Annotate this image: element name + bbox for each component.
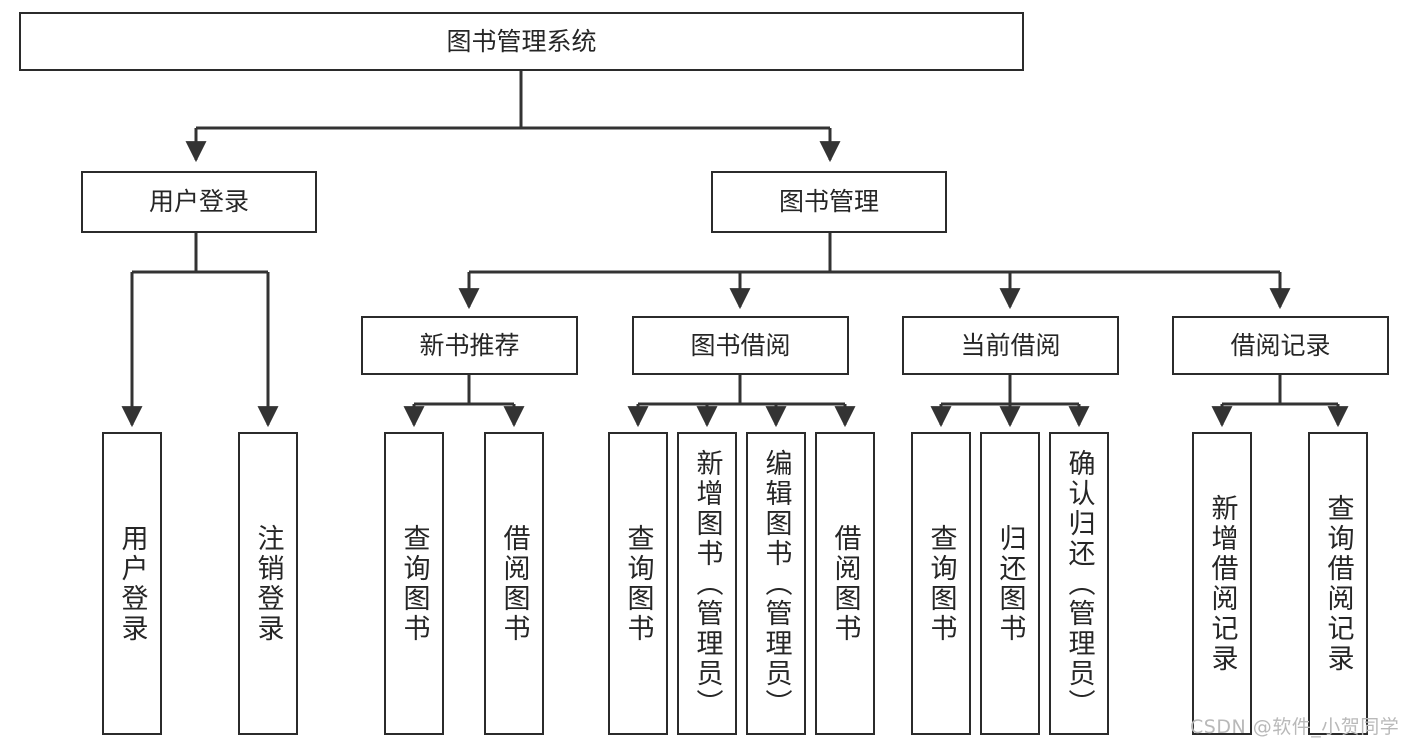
node-current-borrow-label: 当前借阅: [960, 330, 1061, 360]
node-leaf-borrow-book-2[interactable]: 借阅图书: [815, 432, 875, 735]
node-leaf-return-book-label: 归还图书: [994, 523, 1026, 644]
node-user-login-label: 用户登录: [148, 187, 249, 217]
node-leaf-confirm-return[interactable]: 确认归还（管理员）: [1049, 432, 1109, 735]
node-current-borrow[interactable]: 当前借阅: [902, 316, 1119, 375]
node-leaf-borrow-book-1[interactable]: 借阅图书: [484, 432, 544, 735]
node-leaf-edit-book[interactable]: 编辑图书（管理员）: [746, 432, 806, 735]
node-new-book-rec-label: 新书推荐: [419, 330, 520, 360]
node-root[interactable]: 图书管理系统: [19, 12, 1024, 71]
node-book-borrow-label: 图书借阅: [690, 330, 791, 360]
node-book-borrow[interactable]: 图书借阅: [632, 316, 849, 375]
node-book-manage-label: 图书管理: [778, 187, 879, 217]
node-leaf-edit-book-label: 编辑图书（管理员）: [760, 448, 792, 719]
node-leaf-query-book-1-label: 查询图书: [398, 523, 430, 644]
node-leaf-query-book-2-label: 查询图书: [622, 523, 654, 644]
node-borrow-record-label: 借阅记录: [1230, 330, 1331, 360]
node-borrow-record[interactable]: 借阅记录: [1172, 316, 1389, 375]
node-leaf-borrow-book-2-label: 借阅图书: [829, 523, 861, 644]
node-book-manage[interactable]: 图书管理: [711, 171, 947, 233]
watermark-text: CSDN @软件_小贺同学: [1190, 716, 1400, 738]
node-leaf-add-record-label: 新增借阅记录: [1206, 493, 1238, 674]
node-leaf-query-book-2[interactable]: 查询图书: [608, 432, 668, 735]
node-leaf-borrow-book-1-label: 借阅图书: [498, 523, 530, 644]
node-leaf-add-record[interactable]: 新增借阅记录: [1192, 432, 1252, 735]
node-user-login[interactable]: 用户登录: [81, 171, 317, 233]
node-new-book-rec[interactable]: 新书推荐: [361, 316, 578, 375]
node-leaf-return-book[interactable]: 归还图书: [980, 432, 1040, 735]
node-leaf-add-book-label: 新增图书（管理员）: [691, 448, 723, 719]
node-leaf-add-book[interactable]: 新增图书（管理员）: [677, 432, 737, 735]
node-root-label: 图书管理系统: [446, 26, 597, 56]
node-leaf-query-book-3-label: 查询图书: [925, 523, 957, 644]
node-leaf-confirm-return-label: 确认归还（管理员）: [1063, 448, 1095, 719]
node-leaf-query-book-3[interactable]: 查询图书: [911, 432, 971, 735]
node-leaf-user-logout[interactable]: 注销登录: [238, 432, 298, 735]
node-leaf-user-login-label: 用户登录: [116, 523, 148, 644]
node-leaf-user-logout-label: 注销登录: [252, 523, 284, 644]
node-leaf-query-book-1[interactable]: 查询图书: [384, 432, 444, 735]
node-leaf-query-record-label: 查询借阅记录: [1322, 493, 1354, 674]
node-leaf-query-record[interactable]: 查询借阅记录: [1308, 432, 1368, 735]
node-leaf-user-login[interactable]: 用户登录: [102, 432, 162, 735]
